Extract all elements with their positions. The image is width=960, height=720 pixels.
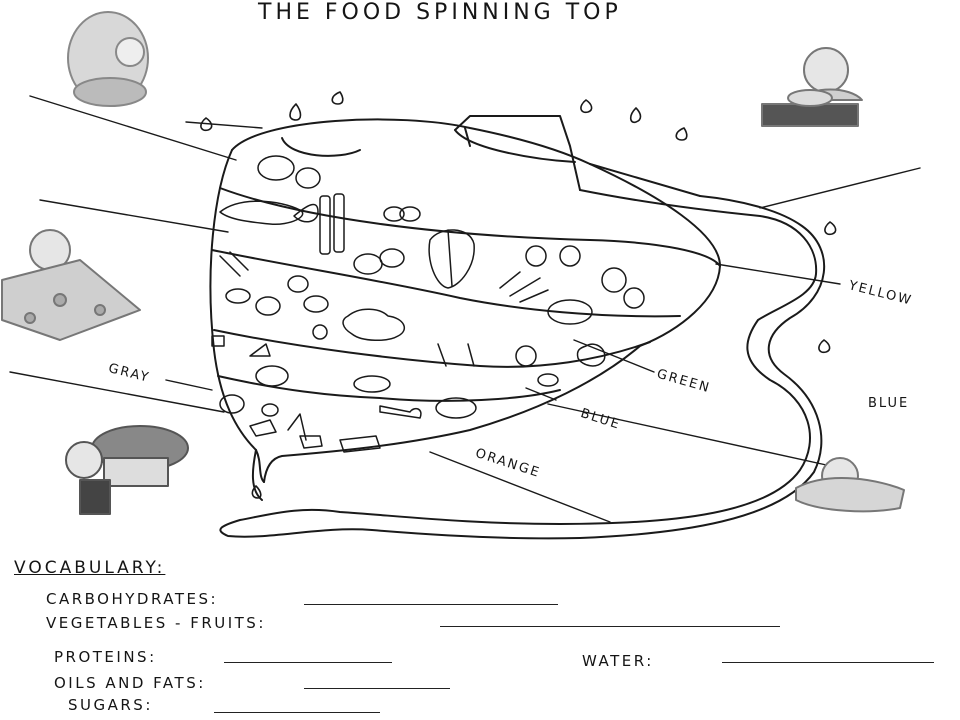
vocab-water: WATER:: [582, 652, 654, 670]
vocab-oils-and-fats: OILS AND FATS:: [54, 674, 206, 692]
child-eating-corn-icon: [67, 11, 149, 107]
vocabulary-heading: VOCABULARY:: [14, 558, 166, 578]
carbohydrates-answer-line[interactable]: [304, 604, 558, 605]
band-dividers: [211, 187, 721, 402]
spinning-top-body: [209, 149, 826, 540]
vocab-sugars: SUGARS:: [68, 696, 153, 714]
child-with-cupcake-icon: [65, 425, 189, 515]
sugars-answer-line[interactable]: [214, 712, 380, 713]
label-blue-right: BLUE: [868, 396, 910, 411]
worksheet-title: THE FOOD SPINNING TOP: [258, 0, 622, 25]
guide-lines: [9, 95, 921, 523]
water-droplets: [200, 91, 837, 499]
vocab-vegetables-fruits: VEGETABLES - FRUITS:: [46, 614, 266, 632]
vocab-carbohydrates: CARBOHYDRATES:: [46, 590, 219, 608]
spinning-top-lid: [231, 115, 591, 191]
child-with-bowl-icon: [761, 47, 863, 127]
vocab-proteins: PROTEINS:: [54, 648, 157, 666]
water-answer-line[interactable]: [722, 662, 934, 663]
food-sketches: [211, 155, 645, 453]
child-with-cheese-icon: [1, 229, 141, 341]
vegetables-fruits-answer-line[interactable]: [440, 626, 780, 627]
proteins-answer-line[interactable]: [224, 662, 392, 663]
oils-fats-answer-line[interactable]: [304, 688, 450, 689]
child-with-fish-icon: [795, 457, 905, 513]
